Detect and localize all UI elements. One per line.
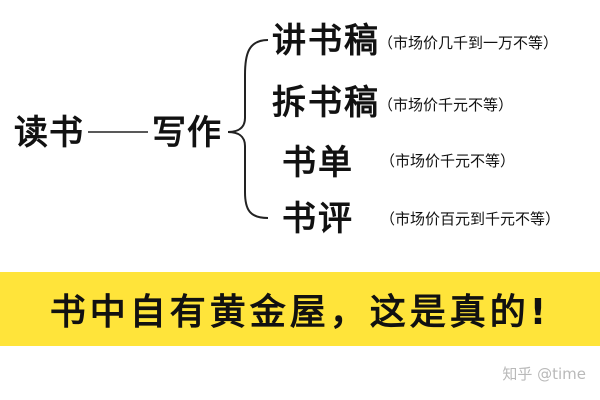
yellow-banner: 书中自有黄金屋，这是真的! bbox=[0, 272, 600, 346]
branch-label-4: 书评 bbox=[282, 199, 354, 239]
middle-node: 写作 bbox=[152, 113, 222, 153]
watermark: 知乎 @time bbox=[502, 365, 586, 383]
branch-note-2: （市场价千元不等） bbox=[378, 96, 514, 114]
branch-note-3: （市场价千元不等） bbox=[380, 152, 516, 170]
root-node: 读书 bbox=[14, 113, 84, 153]
branch-note-1: （市场价几千到一万不等） bbox=[378, 34, 559, 52]
branch-label-1: 讲书稿 bbox=[272, 21, 380, 61]
branch-brace bbox=[227, 39, 269, 219]
branch-note-4: （市场价百元到千元不等） bbox=[380, 210, 561, 228]
branch-label-3: 书单 bbox=[282, 143, 354, 183]
branch-label-2: 拆书稿 bbox=[272, 83, 380, 123]
banner-slogan: 书中自有黄金屋，这是真的! bbox=[49, 292, 551, 333]
